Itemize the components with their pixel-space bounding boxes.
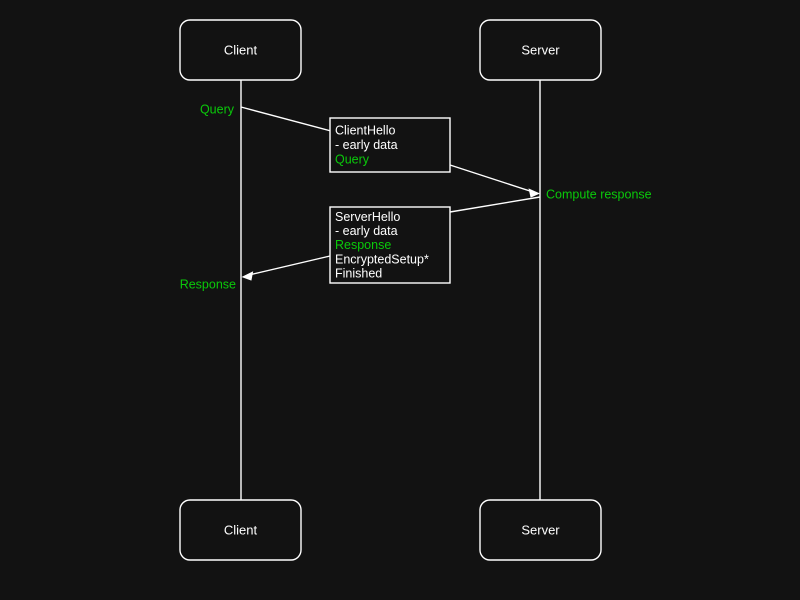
- note-response: Response: [180, 277, 236, 291]
- actor-label-client-top: Client: [224, 42, 258, 57]
- actor-box-server-bottom[interactable]: [479, 499, 602, 561]
- note-compute-response: Compute response: [546, 187, 652, 201]
- actor-label-server-bottom: Server: [521, 522, 560, 537]
- actor-box-server-top[interactable]: [479, 19, 602, 81]
- flow-serverhello-to-client: [248, 255, 331, 276]
- arrowhead-to-client: [241, 271, 254, 281]
- message-box-clienthello[interactable]: [329, 117, 451, 173]
- clienthello-line-2: - early data: [335, 138, 398, 152]
- serverhello-line-3: Response: [335, 238, 391, 252]
- flow-server-to-serverhello: [449, 196, 541, 213]
- arrowhead-to-server: [528, 188, 540, 198]
- actor-label-server-top: Server: [521, 42, 560, 57]
- serverhello-line-4: EncryptedSetup*: [335, 252, 429, 266]
- serverhello-line-5: Finished: [335, 266, 382, 280]
- serverhello-line-1: ServerHello: [335, 210, 400, 224]
- actor-box-client-top[interactable]: [179, 19, 302, 81]
- note-query: Query: [200, 102, 235, 116]
- flow-client-to-clienthello: [240, 106, 332, 132]
- message-box-serverhello[interactable]: [329, 206, 451, 284]
- clienthello-line-1: ClientHello: [335, 123, 395, 137]
- actor-label-client-bottom: Client: [224, 522, 258, 537]
- actor-box-client-bottom[interactable]: [179, 499, 302, 561]
- flow-clienthello-to-server: [449, 164, 534, 193]
- clienthello-line-3: Query: [335, 152, 370, 166]
- serverhello-line-2: - early data: [335, 224, 398, 238]
